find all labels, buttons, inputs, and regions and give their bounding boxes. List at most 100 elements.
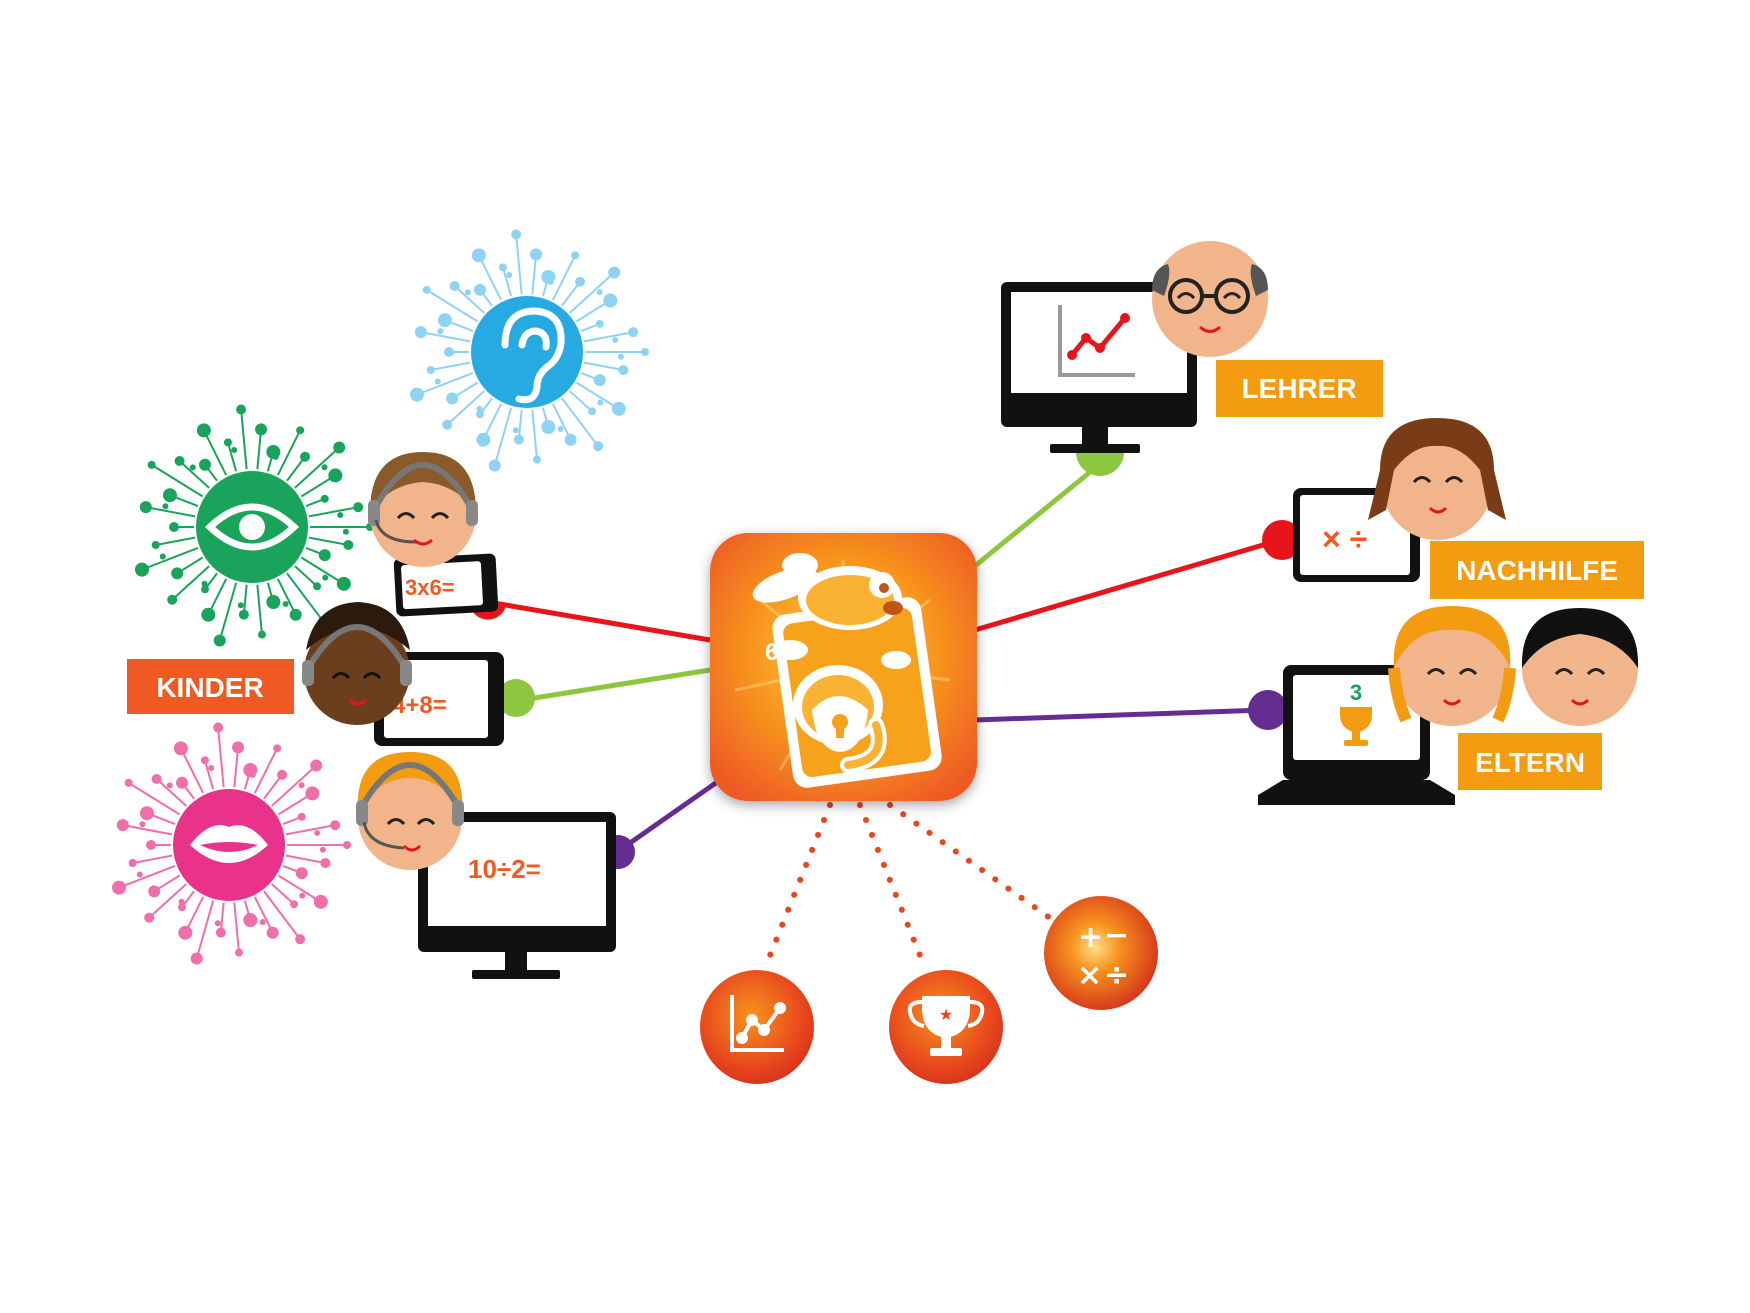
- burst-dot: [189, 464, 196, 471]
- plug-eltern: [1248, 690, 1288, 730]
- burst-dot: [174, 455, 185, 466]
- svg-text:★: ★: [939, 1005, 953, 1024]
- burst-dot: [298, 782, 305, 789]
- burst-spoke: [155, 778, 187, 807]
- burst-spoke: [271, 883, 295, 906]
- child-face-bottom: [356, 752, 464, 870]
- burst-dot: [223, 438, 232, 447]
- burst-dot: [593, 441, 604, 452]
- plug-kinder-middle: [497, 679, 535, 717]
- burst-spoke: [132, 854, 173, 864]
- burst-spoke: [453, 285, 485, 314]
- burst-dot: [512, 427, 519, 434]
- burst-spoke: [426, 289, 479, 323]
- burst-dot: [259, 918, 266, 925]
- burst-dot: [506, 272, 513, 279]
- eltern-trophy-icon: [1340, 707, 1372, 746]
- burst-dot: [231, 447, 238, 454]
- burst-dot: [343, 841, 351, 849]
- burst-dot: [173, 741, 188, 756]
- burst-spoke: [583, 361, 624, 371]
- burst-dot: [295, 867, 308, 880]
- burst-spoke: [286, 572, 324, 622]
- burst-dot: [444, 347, 454, 357]
- burst-spoke: [155, 536, 196, 546]
- burst-dot: [314, 830, 321, 837]
- burst-spoke: [122, 824, 173, 836]
- burst-dot: [422, 285, 431, 294]
- burst-spoke: [569, 271, 615, 314]
- burst-dot: [162, 503, 169, 510]
- burst-spoke: [430, 361, 471, 371]
- lehrer-chart-icon: [1058, 305, 1135, 377]
- speech-sense: [111, 722, 351, 965]
- burst-dot: [426, 366, 435, 375]
- feature-math[interactable]: + − × ÷: [1044, 896, 1158, 1010]
- burst-dot: [437, 313, 452, 328]
- burst-dot: [147, 460, 156, 469]
- burst-dot: [277, 769, 288, 780]
- burst-spoke: [256, 584, 263, 635]
- burst-spoke: [219, 902, 225, 933]
- burst-dot: [471, 248, 486, 263]
- line-eltern: [974, 707, 1266, 723]
- burst-dot: [116, 819, 129, 832]
- burst-dot: [300, 451, 311, 462]
- burst-dot: [476, 405, 483, 412]
- burst-dot: [238, 609, 249, 620]
- burst-spoke: [551, 254, 577, 301]
- burst-dot: [178, 925, 193, 940]
- plug-lehrer: [1076, 452, 1124, 476]
- burst-spoke: [501, 267, 513, 297]
- burst-spoke: [178, 460, 210, 489]
- burst-dot: [320, 494, 329, 503]
- burst-dot: [414, 326, 427, 339]
- burst-spoke: [242, 584, 248, 615]
- burst-dot: [177, 903, 186, 912]
- eltern-label-text: ELTERN: [1475, 747, 1585, 778]
- burst-spoke: [569, 390, 593, 413]
- line-kinder-bottom: [618, 777, 722, 853]
- burst-spoke: [148, 883, 187, 919]
- burst-dot: [200, 756, 209, 765]
- feature-trophy[interactable]: ★: [889, 970, 1003, 1084]
- speech-icon: [190, 825, 268, 863]
- burst-dot: [322, 574, 329, 581]
- burst-dot: [353, 502, 364, 513]
- burst-dot: [513, 434, 524, 445]
- burst-dot: [255, 423, 268, 436]
- burst-dot: [144, 912, 155, 923]
- burst-dot: [266, 595, 281, 610]
- svg-text:6: 6: [765, 639, 778, 666]
- burst-spoke: [226, 442, 238, 472]
- burst-dot: [295, 934, 306, 945]
- burst-dot: [208, 765, 215, 772]
- burst-spoke: [285, 854, 326, 864]
- equation-monitor: 10÷2=: [468, 854, 541, 884]
- burst-dot: [541, 420, 556, 435]
- burst-dot: [201, 580, 208, 587]
- burst-spoke: [233, 902, 240, 953]
- line-nachhilfe: [974, 537, 1281, 633]
- burst-dot: [236, 404, 247, 415]
- burst-dot: [136, 871, 143, 878]
- burst-dot: [128, 859, 137, 868]
- kinder-label-text: KINDER: [156, 672, 263, 703]
- burst-spoke: [263, 890, 301, 940]
- burst-dot: [564, 433, 577, 446]
- burst-dot: [272, 453, 279, 460]
- nachhilfe-label: NACHHILFE: [1430, 541, 1644, 599]
- burst-dot: [547, 278, 554, 285]
- feature-progress[interactable]: [700, 970, 814, 1084]
- burst-spoke: [531, 409, 538, 460]
- burst-dot: [409, 387, 424, 402]
- svg-text:+: +: [1078, 920, 1103, 955]
- hearing-sense: [409, 229, 649, 472]
- child-face-top: [368, 452, 478, 567]
- burst-spoke: [515, 234, 523, 295]
- burst-dot: [175, 776, 188, 789]
- progress-chart-icon: [730, 995, 786, 1052]
- math-operators-icon: + − × ÷: [1077, 918, 1129, 993]
- burst-dot: [597, 399, 604, 406]
- burst-dot: [190, 952, 203, 965]
